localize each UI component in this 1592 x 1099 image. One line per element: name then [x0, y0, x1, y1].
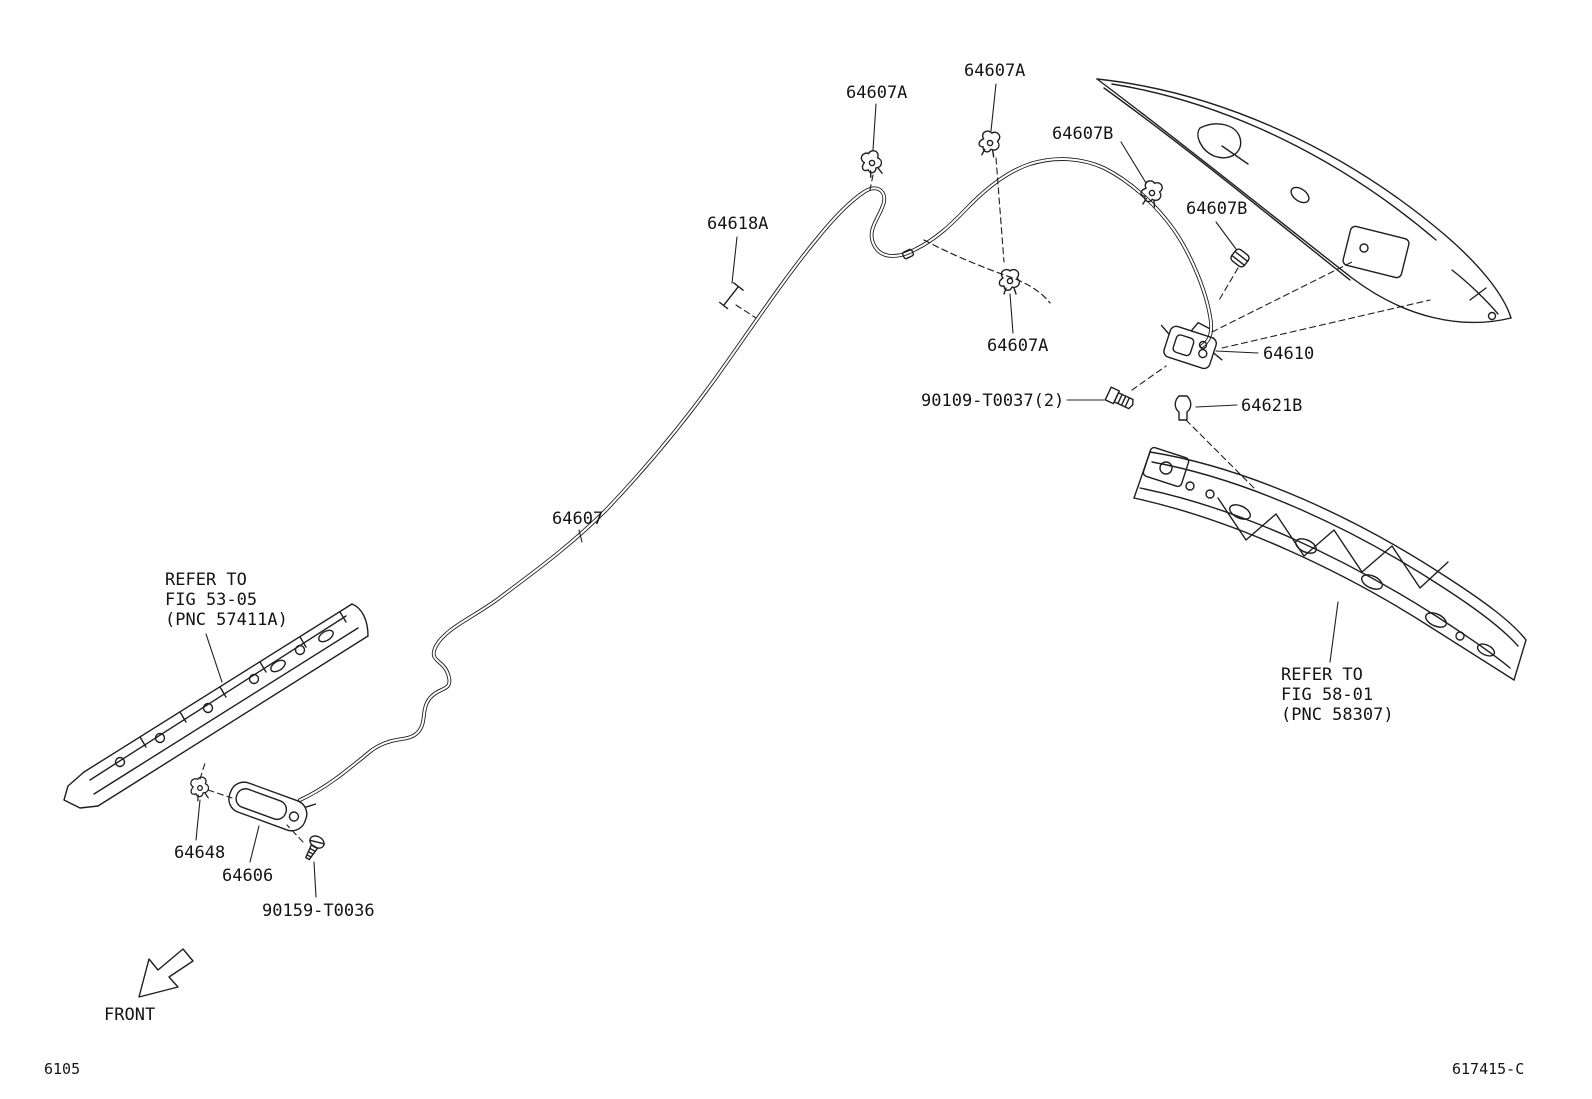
- refer-note-fig-53-05: REFER TO FIG 53-05 (PNC 57411A): [165, 570, 288, 630]
- page-code: 6105: [44, 1060, 81, 1078]
- clip-64607a-icon: [976, 129, 1002, 159]
- grommet-64607b-icon: [1230, 248, 1250, 268]
- part-label-64606: 64606: [222, 866, 274, 886]
- part-label-64607a-top-right: 64607A: [964, 61, 1026, 81]
- trunk-lid-panel: [1096, 78, 1512, 324]
- handle-assembly-64606: [228, 781, 317, 832]
- part-label-64621b: 64621B: [1241, 396, 1303, 416]
- part-label-64648: 64648: [174, 843, 226, 863]
- clip-64607a-icon: [857, 148, 886, 180]
- dashed-links: [199, 157, 1431, 843]
- lock-assembly-64610: [1160, 321, 1223, 370]
- rear-upper-panel: [1133, 446, 1527, 681]
- part-label-64618a: 64618A: [707, 214, 769, 234]
- rocker-panel: [63, 603, 369, 809]
- pin-64618a-icon: [718, 282, 744, 310]
- screw-90159-icon: [305, 835, 325, 861]
- part-label-90109-t0037: 90109-T0037(2): [921, 391, 1065, 411]
- part-label-64610: 64610: [1263, 344, 1315, 364]
- part-label-64607a-middle: 64607A: [987, 336, 1049, 356]
- part-label-64607a-top-left: 64607A: [846, 83, 908, 103]
- part-label-64607b-upper: 64607B: [1052, 124, 1114, 144]
- front-label: FRONT: [104, 1005, 156, 1025]
- part-label-64607b-lower: 64607B: [1186, 199, 1248, 219]
- cable-clips: [187, 129, 1250, 803]
- figure-code: 617415-C: [1452, 1060, 1525, 1078]
- leader-lines: [195, 83, 1339, 898]
- release-cable: [298, 157, 1214, 802]
- clip-64621b-icon: [1174, 395, 1192, 421]
- part-label-64607: 64607: [552, 509, 604, 529]
- part-label-90159-t0036: 90159-T0036: [262, 901, 375, 921]
- clip-64648-icon: [187, 775, 212, 803]
- clip-64607a-icon: [998, 268, 1020, 295]
- refer-note-fig-58-01: REFER TO FIG 58-01 (PNC 58307): [1281, 665, 1394, 725]
- bolt-90109-icon: [1104, 386, 1134, 410]
- front-arrow-icon: [138, 948, 194, 998]
